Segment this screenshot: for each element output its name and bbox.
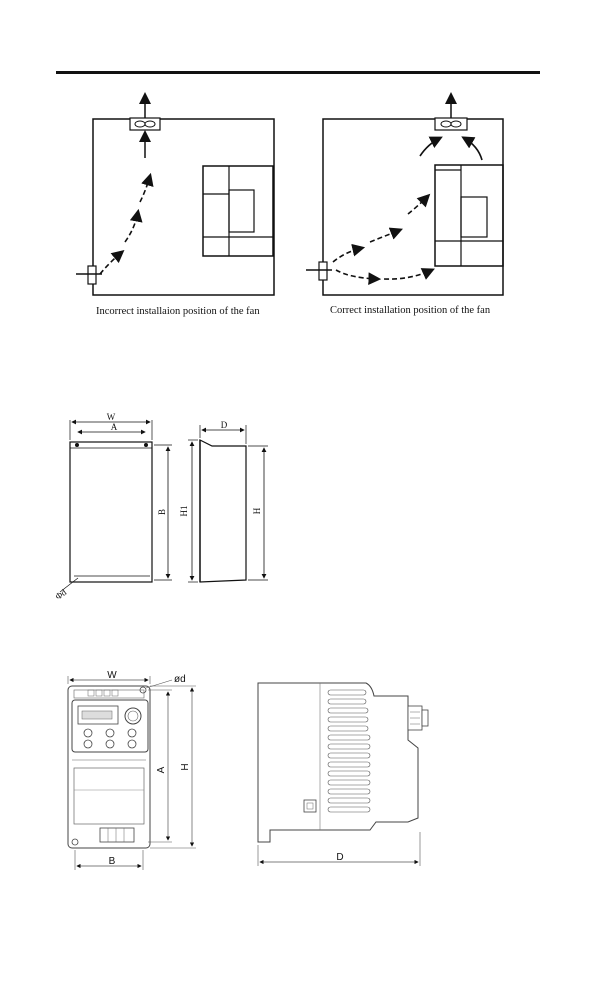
side-view-outline xyxy=(200,440,246,582)
airflow-arrow xyxy=(408,196,428,214)
inverter-side-view xyxy=(258,683,428,842)
terminal-block xyxy=(100,828,134,842)
top-fan-icon xyxy=(130,118,160,130)
label-w: W xyxy=(107,670,117,681)
label-hole: ød xyxy=(174,674,186,685)
airflow-arrow xyxy=(384,270,432,279)
side-fan-icon xyxy=(306,262,332,280)
incorrect-fan-diagram: Incorrect installaion position of the fa… xyxy=(76,95,274,317)
label-w: W xyxy=(107,412,116,422)
airflow-arrow xyxy=(464,138,482,160)
inverter-front-view xyxy=(68,686,150,848)
inverter-unit xyxy=(203,166,273,256)
label-d: D xyxy=(336,852,343,863)
airflow-arrow xyxy=(420,138,440,156)
label-b: B xyxy=(157,509,167,515)
label-d: D xyxy=(221,420,228,430)
airflow-arrow xyxy=(333,248,362,262)
mount-drawing-2: W ød A H B xyxy=(68,670,428,870)
label-h: H xyxy=(252,507,262,514)
enclosure-box xyxy=(323,119,503,295)
incorrect-caption: Incorrect installaion position of the fa… xyxy=(96,306,260,317)
airflow-arrow xyxy=(125,212,138,242)
mount-drawing-1: W A B Φd D H1 H xyxy=(53,412,268,602)
correct-caption: Correct installation position of the fan xyxy=(330,305,491,316)
airflow-arrow xyxy=(140,176,150,202)
front-view-outline xyxy=(70,442,152,582)
correct-fan-diagram: Correct installation position of the fan xyxy=(306,95,503,316)
top-fan-icon xyxy=(435,118,467,130)
keypad-panel xyxy=(72,700,148,752)
airflow-arrow xyxy=(370,230,400,242)
label-h: H xyxy=(180,763,191,770)
label-h1: H1 xyxy=(179,506,189,517)
inverter-unit xyxy=(435,165,503,266)
label-a: A xyxy=(156,766,167,773)
label-a: A xyxy=(111,422,118,432)
label-b: B xyxy=(109,856,116,867)
enclosure-box xyxy=(93,119,274,295)
label-hole: Φd xyxy=(53,587,68,602)
airflow-arrow xyxy=(100,252,122,274)
airflow-arrow xyxy=(336,270,378,279)
side-fan-icon xyxy=(76,266,102,284)
